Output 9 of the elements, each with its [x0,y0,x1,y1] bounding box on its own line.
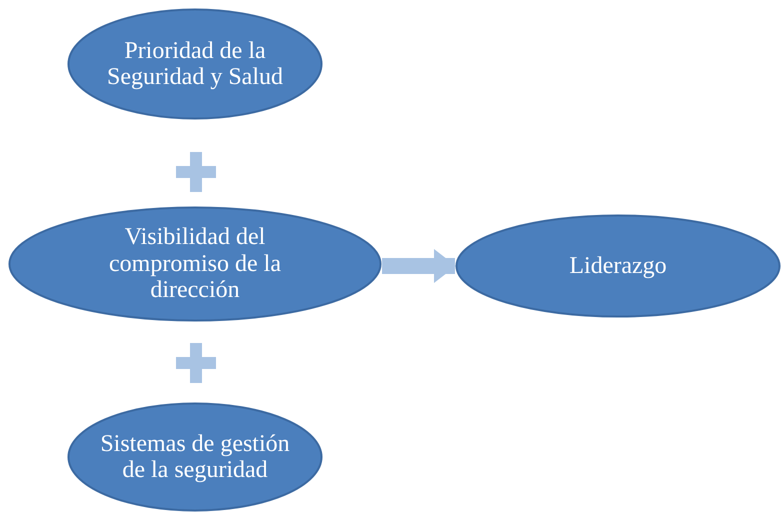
ellipse-node [67,8,323,120]
ellipse-node [67,402,323,512]
ellipse-node [455,214,781,318]
node-label: Sistemas de gestión de la seguridad [99,430,291,484]
ellipse-node [8,206,382,322]
block-arrow [382,249,456,283]
node-label: Visibilidad del compromiso de la dirección [108,224,282,304]
node-label: Prioridad de la Seguridad y Salud [106,38,284,90]
node-label: Liderazgo [568,252,668,280]
